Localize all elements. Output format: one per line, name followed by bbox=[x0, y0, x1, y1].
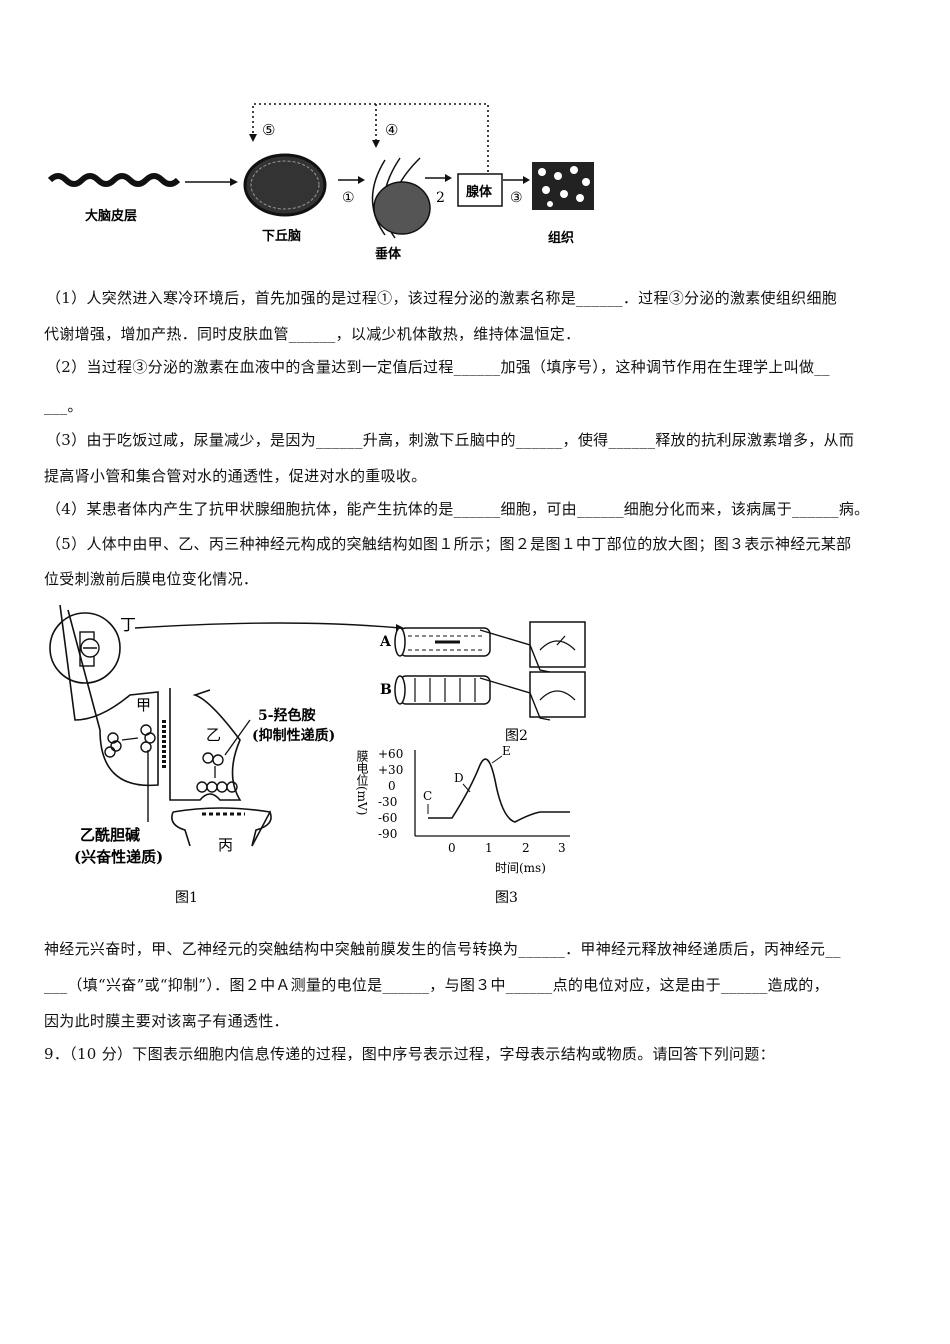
fig3-ytick-60: +60 bbox=[378, 747, 403, 761]
fig1-serotonin-note: (抑制性递质) bbox=[252, 727, 335, 744]
question-5-line-1: （5）人体中由甲、乙、丙三种神经元构成的突触结构如图１所示；图２是图１中丁部位的… bbox=[46, 535, 852, 553]
fig1-label-ding: 丁 bbox=[120, 615, 136, 634]
fig3-xtick-1: 1 bbox=[485, 841, 493, 855]
neuron-figure: 丁 甲 乙 5-羟色胺 (抑制性递质) 丙 乙酰胆碱 (兴奋性递质) 图1 A bbox=[49, 604, 586, 906]
fig3-ylabel: 膜电位(mV) bbox=[355, 750, 369, 816]
process-3-label: ③ bbox=[510, 190, 523, 206]
hormone-regulation-figure: ⑤ ④ 大脑皮层 下丘脑 ① 垂体 2 腺体 ③ 组织 bbox=[47, 103, 594, 262]
fig3-ytick-0: 0 bbox=[388, 779, 396, 793]
figure-2: A B 图2 bbox=[379, 621, 586, 744]
fig1-caption: 图1 bbox=[175, 890, 198, 906]
fig2-label-a: A bbox=[379, 634, 392, 650]
fig1-label-jia: 甲 bbox=[136, 696, 151, 714]
question-5-line-3: 神经元兴奋时，甲、乙神经元的突触结构中突触前膜发生的信号转换为______．甲神… bbox=[44, 940, 841, 958]
fig3-point-e: E bbox=[502, 744, 511, 758]
fig3-xtick-3: 3 bbox=[558, 841, 566, 855]
process-5-label: ⑤ bbox=[262, 121, 275, 139]
fig3-xtick-0: 0 bbox=[448, 841, 456, 855]
fig3-xlabel: 时间(ms) bbox=[495, 861, 546, 875]
question-1-line-2: 代谢增强，增加产热．同时皮肤血管______，以减少机体散热，维持体温恒定． bbox=[44, 325, 581, 343]
fig3-potential-curve bbox=[428, 758, 570, 823]
fig1-label-yi: 乙 bbox=[206, 726, 221, 744]
fig3-ytick-neg60: -60 bbox=[378, 811, 397, 825]
question-2-line-2: ___。 bbox=[44, 397, 83, 415]
hypothalamus-label: 下丘脑 bbox=[262, 228, 301, 244]
fig2-caption: 图2 bbox=[505, 728, 528, 744]
fig1-ach-note: (兴奋性递质) bbox=[74, 848, 163, 866]
figure-1: 丁 甲 乙 5-羟色胺 (抑制性递质) 丙 乙酰胆碱 (兴奋性递质) 图1 bbox=[49, 604, 404, 906]
hypothalamus-shape bbox=[243, 153, 327, 217]
pituitary-shape bbox=[373, 181, 431, 235]
question-1-line-1: （1）人突然进入寒冷环境后，首先加强的是过程①，该过程分泌的激素名称是_____… bbox=[46, 289, 838, 307]
fig2-label-b: B bbox=[380, 682, 392, 698]
question-5-line-5: 因为此时膜主要对该离子有通透性． bbox=[44, 1012, 289, 1030]
question-2-line-1: （2）当过程③分泌的激素在血液中的含量达到一定值后过程______加强（填序号）… bbox=[46, 358, 830, 376]
cortex-shape bbox=[47, 173, 181, 187]
fig1-serotonin-label: 5-羟色胺 bbox=[258, 707, 316, 724]
fig1-ach-label: 乙酰胆碱 bbox=[80, 826, 140, 844]
pituitary-label: 垂体 bbox=[375, 246, 402, 262]
gland-box bbox=[457, 173, 503, 207]
cortex-label: 大脑皮层 bbox=[85, 208, 137, 224]
fig3-xtick-2: 2 bbox=[522, 841, 530, 855]
process-2-label: 2 bbox=[436, 190, 445, 206]
tissue-label: 组织 bbox=[548, 230, 574, 246]
fig3-ytick-30: +30 bbox=[378, 763, 403, 777]
figure-3-chart: 膜电位(mV) +60 +30 0 -30 -60 -90 C D E 0 1 … bbox=[355, 744, 570, 906]
fig1-label-bing: 丙 bbox=[218, 836, 233, 854]
fig3-ytick-neg90: -90 bbox=[378, 827, 397, 841]
question-9-line-1: 9．（10 分）下图表示细胞内信息传递的过程，图中序号表示过程，字母表示结构或物… bbox=[44, 1045, 775, 1063]
gland-label: 腺体 bbox=[466, 184, 493, 200]
question-3-line-2: 提高肾小管和集合管对水的通透性，促进对水的重吸收。 bbox=[44, 467, 427, 485]
fig3-ytick-neg30: -30 bbox=[378, 795, 397, 809]
question-5-line-2: 位受刺激前后膜电位变化情况． bbox=[44, 570, 259, 588]
process-1-label: ① bbox=[342, 190, 355, 206]
fig3-caption: 图3 bbox=[495, 890, 518, 906]
process-4-label: ④ bbox=[385, 121, 398, 139]
fig3-point-c: C bbox=[423, 789, 432, 803]
question-3-line-1: （3）由于吃饭过咸，尿量减少，是因为______升高，刺激下丘脑中的______… bbox=[46, 431, 855, 449]
question-5-line-4: ___（填“兴奋”或“抑制”）．图２中Ａ测量的电位是______，与图３中___… bbox=[44, 976, 829, 994]
question-4-line-1: （4）某患者体内产生了抗甲状腺细胞抗体，能产生抗体的是______细胞，可由__… bbox=[46, 500, 870, 518]
fig3-point-d: D bbox=[454, 771, 464, 785]
